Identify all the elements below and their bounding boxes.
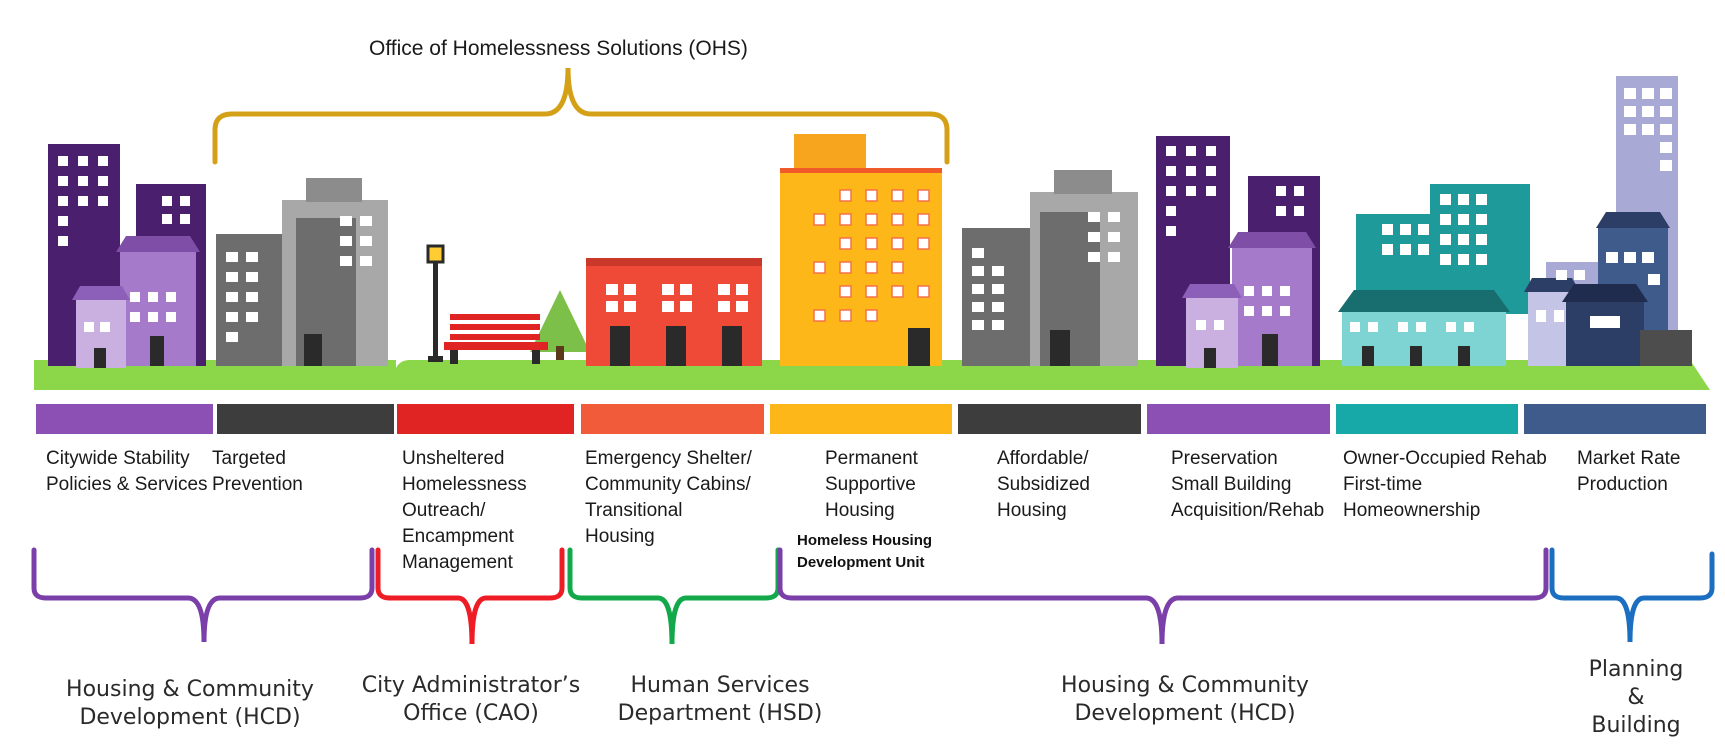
- category-label-line: Encampment: [402, 526, 514, 547]
- department-label: Planning & Building: [1486, 656, 1725, 740]
- category-bar: [958, 404, 1141, 434]
- category-label-line: Production: [1577, 474, 1668, 495]
- ground-right: [396, 360, 1710, 390]
- category-label-line: Supportive: [825, 474, 916, 495]
- category-label-line: Transitional: [585, 500, 683, 521]
- brace-hsd: [567, 547, 781, 645]
- category-label-line: Community Cabins/: [585, 474, 751, 495]
- category-label-line: Affordable/: [997, 448, 1089, 469]
- department-label-line: Building: [1591, 713, 1681, 738]
- category-bar: [1336, 404, 1518, 434]
- category-label-line: Market Rate: [1577, 448, 1681, 469]
- category-label-line: Homeownership: [1343, 500, 1481, 521]
- category-label-line: First-time: [1343, 474, 1423, 495]
- category-label-line: Outreach/: [402, 500, 486, 521]
- brace-hcd-2: [777, 547, 1549, 645]
- category-bar: [581, 404, 764, 434]
- category-label-line: Prevention: [212, 474, 303, 495]
- category-label-line: Management: [402, 552, 513, 573]
- category-label-line: Unsheltered: [402, 448, 505, 469]
- brace-cao: [375, 547, 565, 645]
- category-label-line: Housing: [825, 500, 895, 521]
- category-label-line: Acquisition/Rehab: [1171, 500, 1325, 521]
- category-label-line: Homelessness: [402, 474, 527, 495]
- category-bar: [217, 404, 394, 434]
- ohs-title: Office of Homelessness Solutions (OHS): [369, 37, 748, 60]
- department-label-line: Human Services: [630, 673, 810, 698]
- category-label-line: Preservation: [1171, 448, 1278, 469]
- category-bar: [1147, 404, 1330, 434]
- department-label-line: Housing & Community: [1061, 673, 1309, 698]
- hhdu-label-line: Homeless Housing: [797, 532, 933, 549]
- department-label-line: City Administrator’s: [361, 673, 581, 698]
- category-bar: [397, 404, 574, 434]
- hhdu-label-line: Development Unit: [797, 554, 925, 571]
- category-label-line: Permanent: [825, 448, 918, 469]
- category-label-line: Emergency Shelter/: [585, 448, 752, 469]
- category-label-line: Targeted: [212, 448, 286, 469]
- category-label-line: Subsidized: [997, 474, 1090, 495]
- department-label-line: Planning: [1588, 657, 1684, 682]
- category-bar: [36, 404, 213, 434]
- department-label-line: Housing & Community: [66, 677, 314, 702]
- category-label-line: Citywide Stability: [46, 448, 190, 469]
- category-label-line: Small Building: [1171, 474, 1292, 495]
- department-label-line: Office (CAO): [403, 701, 539, 726]
- department-label-line: &: [1627, 685, 1645, 710]
- department-label-line: Department (HSD): [617, 701, 823, 726]
- category-label-line: Housing: [585, 526, 655, 547]
- department-label-line: Development (HCD): [1074, 701, 1296, 726]
- brace-planning: [1549, 547, 1715, 643]
- category-label-line: Owner-Occupied Rehab: [1343, 448, 1547, 469]
- category-bar: [770, 404, 952, 434]
- category-label-line: Housing: [997, 500, 1067, 521]
- department-label-line: Development (HCD): [79, 705, 301, 730]
- category-label-line: Policies & Services: [46, 474, 208, 495]
- category-bar: [1524, 404, 1706, 434]
- ohs-bracket: [212, 67, 950, 165]
- brace-hcd-1: [31, 547, 375, 643]
